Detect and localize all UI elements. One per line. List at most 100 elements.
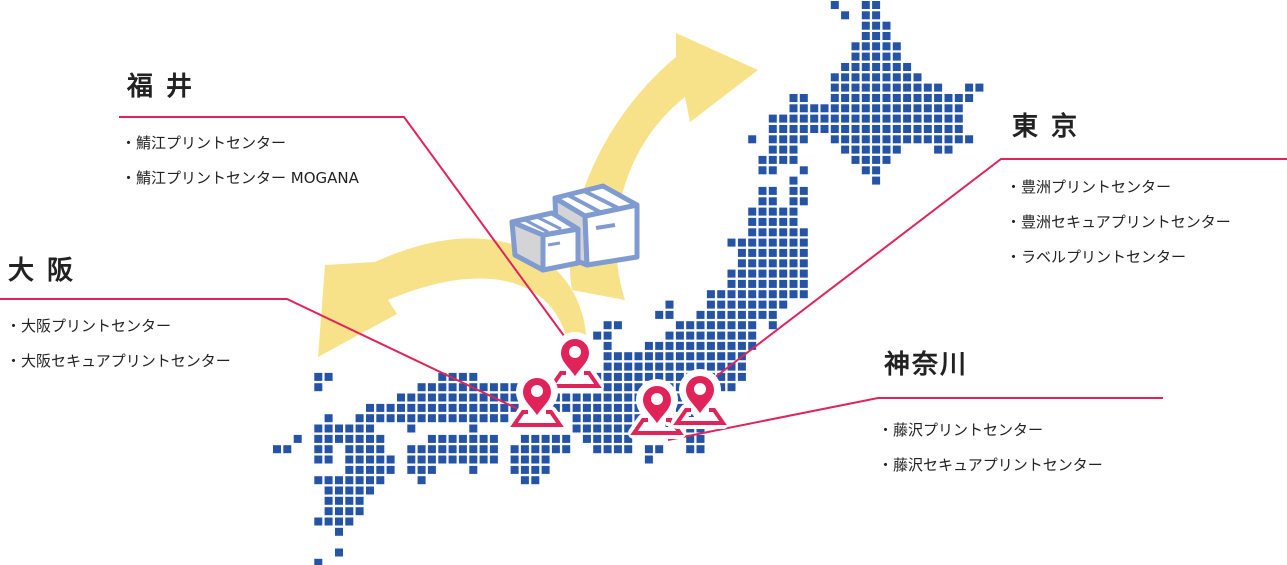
map-tile bbox=[799, 290, 808, 299]
map-tile bbox=[727, 331, 736, 340]
map-tile bbox=[572, 403, 581, 412]
region-tokyo: 東 京 豊洲プリントセンター 豊洲セキュアプリントセンター ラベルプリントセンタ… bbox=[1012, 112, 1231, 275]
map-tile bbox=[541, 434, 550, 443]
map-tile bbox=[644, 372, 653, 381]
map-tile bbox=[768, 300, 777, 309]
map-tile bbox=[531, 434, 540, 443]
map-tile bbox=[851, 83, 860, 92]
map-tile bbox=[696, 321, 705, 330]
map-tile bbox=[779, 300, 788, 309]
map-tile bbox=[376, 465, 385, 474]
map-tile bbox=[324, 372, 333, 381]
map-tile bbox=[686, 445, 695, 454]
map-tile bbox=[386, 414, 395, 423]
map-tile bbox=[593, 414, 602, 423]
map-tile bbox=[737, 279, 746, 288]
map-tile bbox=[872, 11, 881, 20]
map-tile bbox=[737, 248, 746, 257]
map-tile bbox=[448, 455, 457, 464]
map-tile bbox=[655, 445, 664, 454]
map-tile bbox=[510, 465, 519, 474]
map-tile bbox=[314, 517, 323, 526]
map-tile bbox=[913, 125, 922, 133]
map-tile bbox=[851, 114, 860, 123]
map-tile bbox=[706, 352, 715, 361]
map-tile bbox=[779, 114, 788, 123]
map-tile bbox=[624, 362, 633, 371]
map-tile bbox=[923, 114, 932, 123]
map-tile bbox=[872, 32, 881, 40]
map-tile bbox=[903, 94, 912, 102]
map-tile bbox=[624, 403, 633, 412]
map-tile bbox=[603, 372, 612, 381]
map-tile bbox=[531, 465, 540, 474]
map-tile bbox=[479, 393, 488, 402]
map-tile bbox=[872, 166, 881, 175]
map-tile bbox=[758, 217, 767, 226]
map-tile bbox=[448, 414, 457, 423]
map-tile bbox=[748, 341, 757, 350]
map-tile bbox=[861, 21, 870, 30]
map-tile bbox=[768, 135, 777, 144]
map-tile bbox=[799, 186, 808, 195]
map-tile bbox=[438, 403, 447, 412]
map-tile bbox=[417, 414, 426, 423]
map-tile bbox=[386, 403, 395, 412]
map-tile bbox=[861, 42, 870, 51]
map-tile bbox=[727, 362, 736, 371]
map-tile bbox=[768, 125, 777, 133]
map-tile bbox=[768, 238, 777, 247]
map-tile bbox=[624, 434, 633, 443]
map-tile bbox=[892, 114, 901, 123]
map-tile bbox=[903, 125, 912, 133]
map-tile bbox=[799, 259, 808, 268]
map-tile bbox=[768, 321, 777, 330]
map-tile bbox=[727, 279, 736, 288]
map-tile bbox=[975, 83, 984, 92]
map-tile bbox=[841, 145, 850, 154]
map-tile bbox=[355, 507, 364, 516]
map-tile bbox=[665, 331, 674, 340]
map-tile bbox=[779, 248, 788, 257]
map-tile bbox=[789, 228, 798, 237]
map-tile bbox=[872, 176, 881, 185]
map-tile bbox=[789, 94, 798, 102]
map-tile bbox=[417, 403, 426, 412]
map-tile bbox=[675, 403, 684, 412]
map-tile bbox=[417, 465, 426, 474]
map-tile bbox=[644, 445, 653, 454]
map-tile bbox=[345, 445, 354, 454]
map-tile bbox=[655, 341, 664, 350]
map-tile bbox=[727, 269, 736, 278]
map-tile bbox=[314, 455, 323, 464]
map-tile bbox=[324, 455, 333, 464]
map-tile bbox=[706, 362, 715, 371]
map-tile bbox=[841, 63, 850, 71]
upper-arrow bbox=[569, 33, 758, 300]
map-tile bbox=[582, 403, 591, 412]
map-tile bbox=[355, 414, 364, 423]
map-tile bbox=[892, 42, 901, 51]
map-tile bbox=[841, 114, 850, 123]
map-tile bbox=[841, 73, 850, 82]
map-tile bbox=[613, 321, 622, 330]
map-tile bbox=[934, 145, 943, 154]
map-tile bbox=[789, 248, 798, 257]
map-tile bbox=[448, 393, 457, 402]
map-tile bbox=[665, 300, 674, 309]
map-tile bbox=[768, 217, 777, 226]
map-tile bbox=[634, 383, 643, 392]
map-tile bbox=[882, 83, 891, 92]
map-tile bbox=[830, 104, 839, 113]
map-tile bbox=[376, 414, 385, 423]
region-title-osaka: 大 阪 bbox=[8, 256, 76, 286]
map-tile bbox=[562, 445, 571, 454]
map-tile bbox=[768, 228, 777, 237]
map-tile bbox=[810, 104, 819, 113]
map-tile bbox=[789, 197, 798, 206]
map-tile bbox=[706, 331, 715, 340]
facility-list-kanagawa: 藤沢プリントセンター 藤沢セキュアプリントセンター bbox=[884, 413, 1103, 483]
map-tile bbox=[748, 228, 757, 237]
map-tile bbox=[779, 155, 788, 164]
map-tile bbox=[799, 125, 808, 133]
